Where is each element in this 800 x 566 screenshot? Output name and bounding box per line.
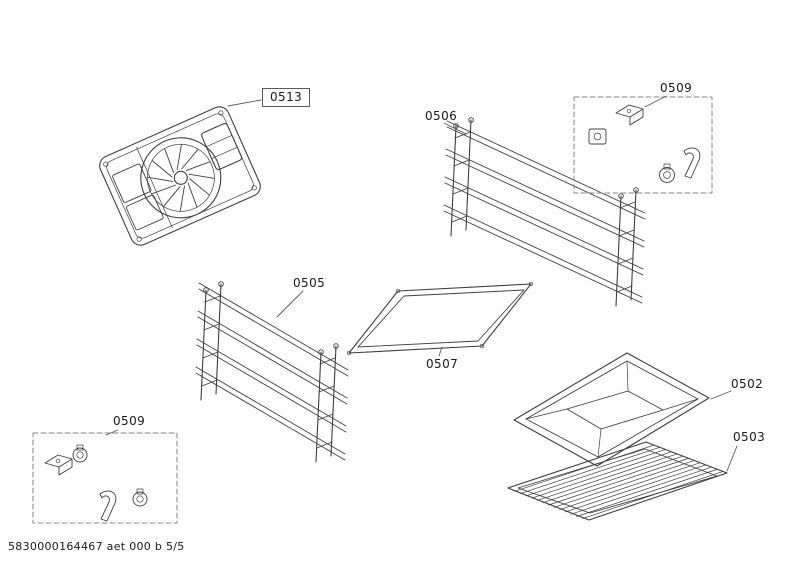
grommet-icon — [659, 163, 675, 183]
grommet-icon — [132, 488, 148, 507]
document-number: 5830000164467 aet 000 b 5/5 — [8, 540, 185, 553]
part-label-0502: 0502 — [731, 377, 764, 391]
part-label-0509-top: 0509 — [660, 81, 693, 95]
leader-lines — [105, 95, 738, 472]
part-label-0507: 0507 — [426, 357, 459, 371]
baking-tray — [513, 352, 710, 467]
mounting-clips-set-top — [573, 96, 713, 194]
part-label-0506: 0506 — [425, 109, 458, 123]
grommet-icon — [72, 444, 88, 463]
side-rack-right — [443, 117, 646, 307]
back-panel-with-fan — [99, 106, 261, 246]
wire-grill-rack — [507, 441, 728, 521]
part-label-0505: 0505 — [293, 276, 326, 290]
fan-icon — [140, 137, 222, 219]
part-label-0509-bottom: 0509 — [113, 414, 146, 428]
hook-clip-icon — [99, 490, 117, 522]
angle-bracket-clip-icon — [44, 454, 73, 476]
side-rack-left — [195, 281, 349, 463]
hook-clip-icon — [683, 147, 701, 179]
flat-rail-frame — [346, 281, 534, 356]
square-clip-icon — [588, 128, 607, 145]
angle-bracket-clip-icon — [615, 104, 644, 126]
part-label-0513: 0513 — [262, 88, 311, 107]
mounting-clips-set-bottom — [32, 432, 178, 524]
part-label-0503: 0503 — [733, 430, 766, 444]
